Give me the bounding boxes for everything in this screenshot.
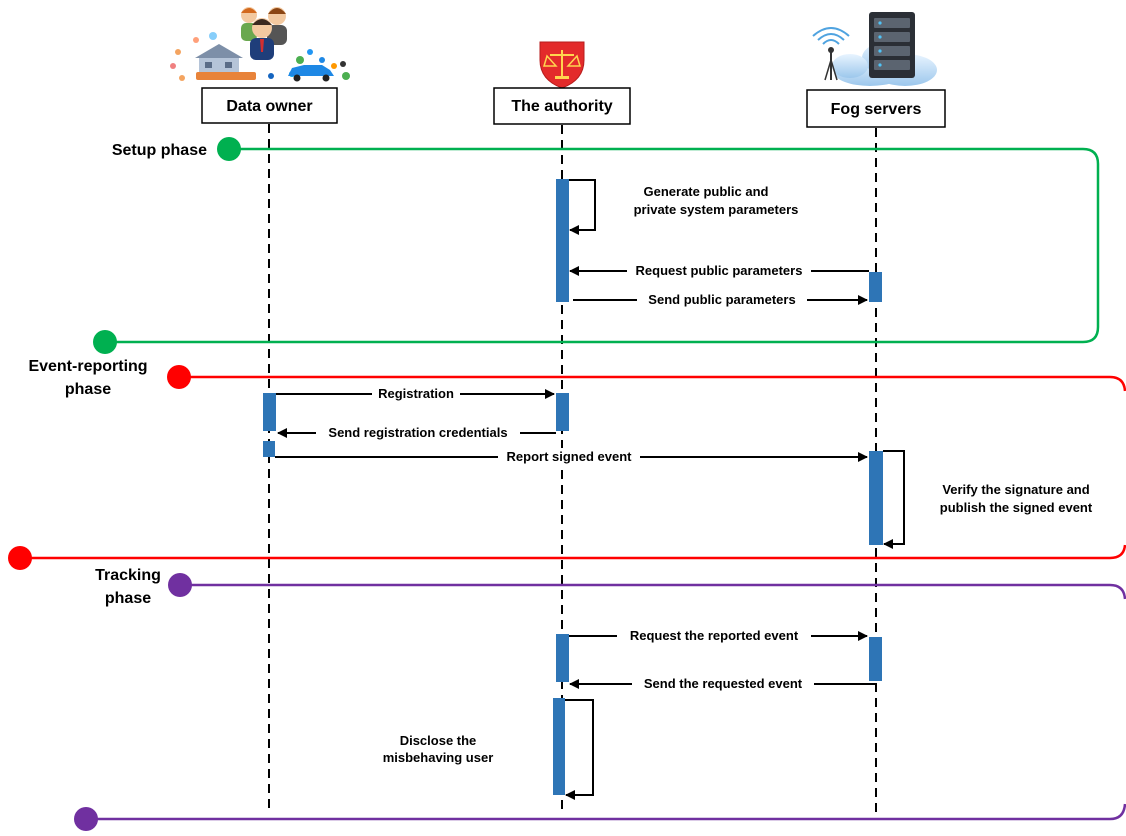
message-label: Disclose the xyxy=(400,733,477,748)
fog-server-icon xyxy=(812,12,937,86)
phase-label: Setup phase xyxy=(112,142,207,159)
phase-setup: Setup phase xyxy=(93,137,1100,354)
message-disclose-misbehaving-user: Disclose the misbehaving user xyxy=(383,699,594,800)
data-owner-icon xyxy=(170,7,350,82)
phase-band xyxy=(105,147,1100,344)
message-label: Verify the signature and xyxy=(942,482,1089,497)
message-registration: Registration xyxy=(276,385,555,402)
phase-end-marker xyxy=(8,546,32,570)
phase-event-reporting: Event-reporting phase xyxy=(8,358,1126,570)
activation-bar xyxy=(556,179,569,302)
phase-band xyxy=(179,375,1126,392)
message-send-requested-event: Send the requested event xyxy=(569,675,876,692)
message-label: misbehaving user xyxy=(383,750,494,765)
actor-fog-servers: Fog servers xyxy=(806,89,946,128)
message-request-reported-event: Request the reported event xyxy=(569,627,868,644)
phase-label: phase xyxy=(65,381,111,398)
phase-label: phase xyxy=(105,590,151,607)
phase-start-marker xyxy=(217,137,241,161)
authority-shield-icon xyxy=(539,41,585,89)
activation-bar xyxy=(263,393,276,431)
message-label: Generate public and xyxy=(644,184,769,199)
actor-box xyxy=(493,87,631,125)
self-message-arrow xyxy=(565,699,594,800)
actor-box xyxy=(806,89,946,128)
activation-bar xyxy=(869,451,883,545)
actor-data-owner: Data owner xyxy=(201,87,338,124)
message-label: Send registration credentials xyxy=(328,425,507,440)
phase-band xyxy=(86,803,1126,821)
actor-label: The authority xyxy=(511,98,612,115)
activation-bar xyxy=(869,272,882,302)
message-label: Request public parameters xyxy=(636,263,803,278)
message-send-public-parameters: Send public parameters xyxy=(573,291,868,308)
phase-end-marker xyxy=(74,807,98,831)
phase-label: Event-reporting xyxy=(28,358,147,375)
actor-label: Fog servers xyxy=(831,101,922,118)
message-label: publish the signed event xyxy=(940,500,1093,515)
message-label: private system parameters xyxy=(634,202,799,217)
message-label: Send the requested event xyxy=(644,676,803,691)
message-label: Send public parameters xyxy=(648,292,795,307)
actor-authority: The authority xyxy=(493,87,631,125)
phase-band xyxy=(180,583,1126,600)
activation-bar xyxy=(556,634,569,682)
message-report-signed-event: Report signed event xyxy=(275,448,868,465)
actor-box xyxy=(201,87,338,124)
activation-bar xyxy=(869,637,882,681)
activation-bar xyxy=(556,393,569,431)
self-message-arrow xyxy=(569,179,596,235)
message-label: Report signed event xyxy=(507,449,633,464)
phase-start-marker xyxy=(167,365,191,389)
phase-label: Tracking xyxy=(95,567,161,584)
phase-end-marker xyxy=(93,330,117,354)
self-message-arrow xyxy=(883,450,905,549)
message-verify-and-publish: Verify the signature and publish the sig… xyxy=(883,450,1093,549)
activation-bar xyxy=(553,698,565,795)
message-send-registration-credentials: Send registration credentials xyxy=(277,424,556,441)
actor-label: Data owner xyxy=(226,98,312,115)
activation-bar xyxy=(263,441,275,457)
message-request-public-parameters: Request public parameters xyxy=(569,262,869,279)
phase-tracking: Tracking phase xyxy=(74,567,1126,831)
message-label: Registration xyxy=(378,386,454,401)
message-generate-parameters: Generate public and private system param… xyxy=(569,179,799,235)
phase-start-marker xyxy=(168,573,192,597)
phase-band xyxy=(20,544,1126,560)
message-label: Request the reported event xyxy=(630,628,799,643)
